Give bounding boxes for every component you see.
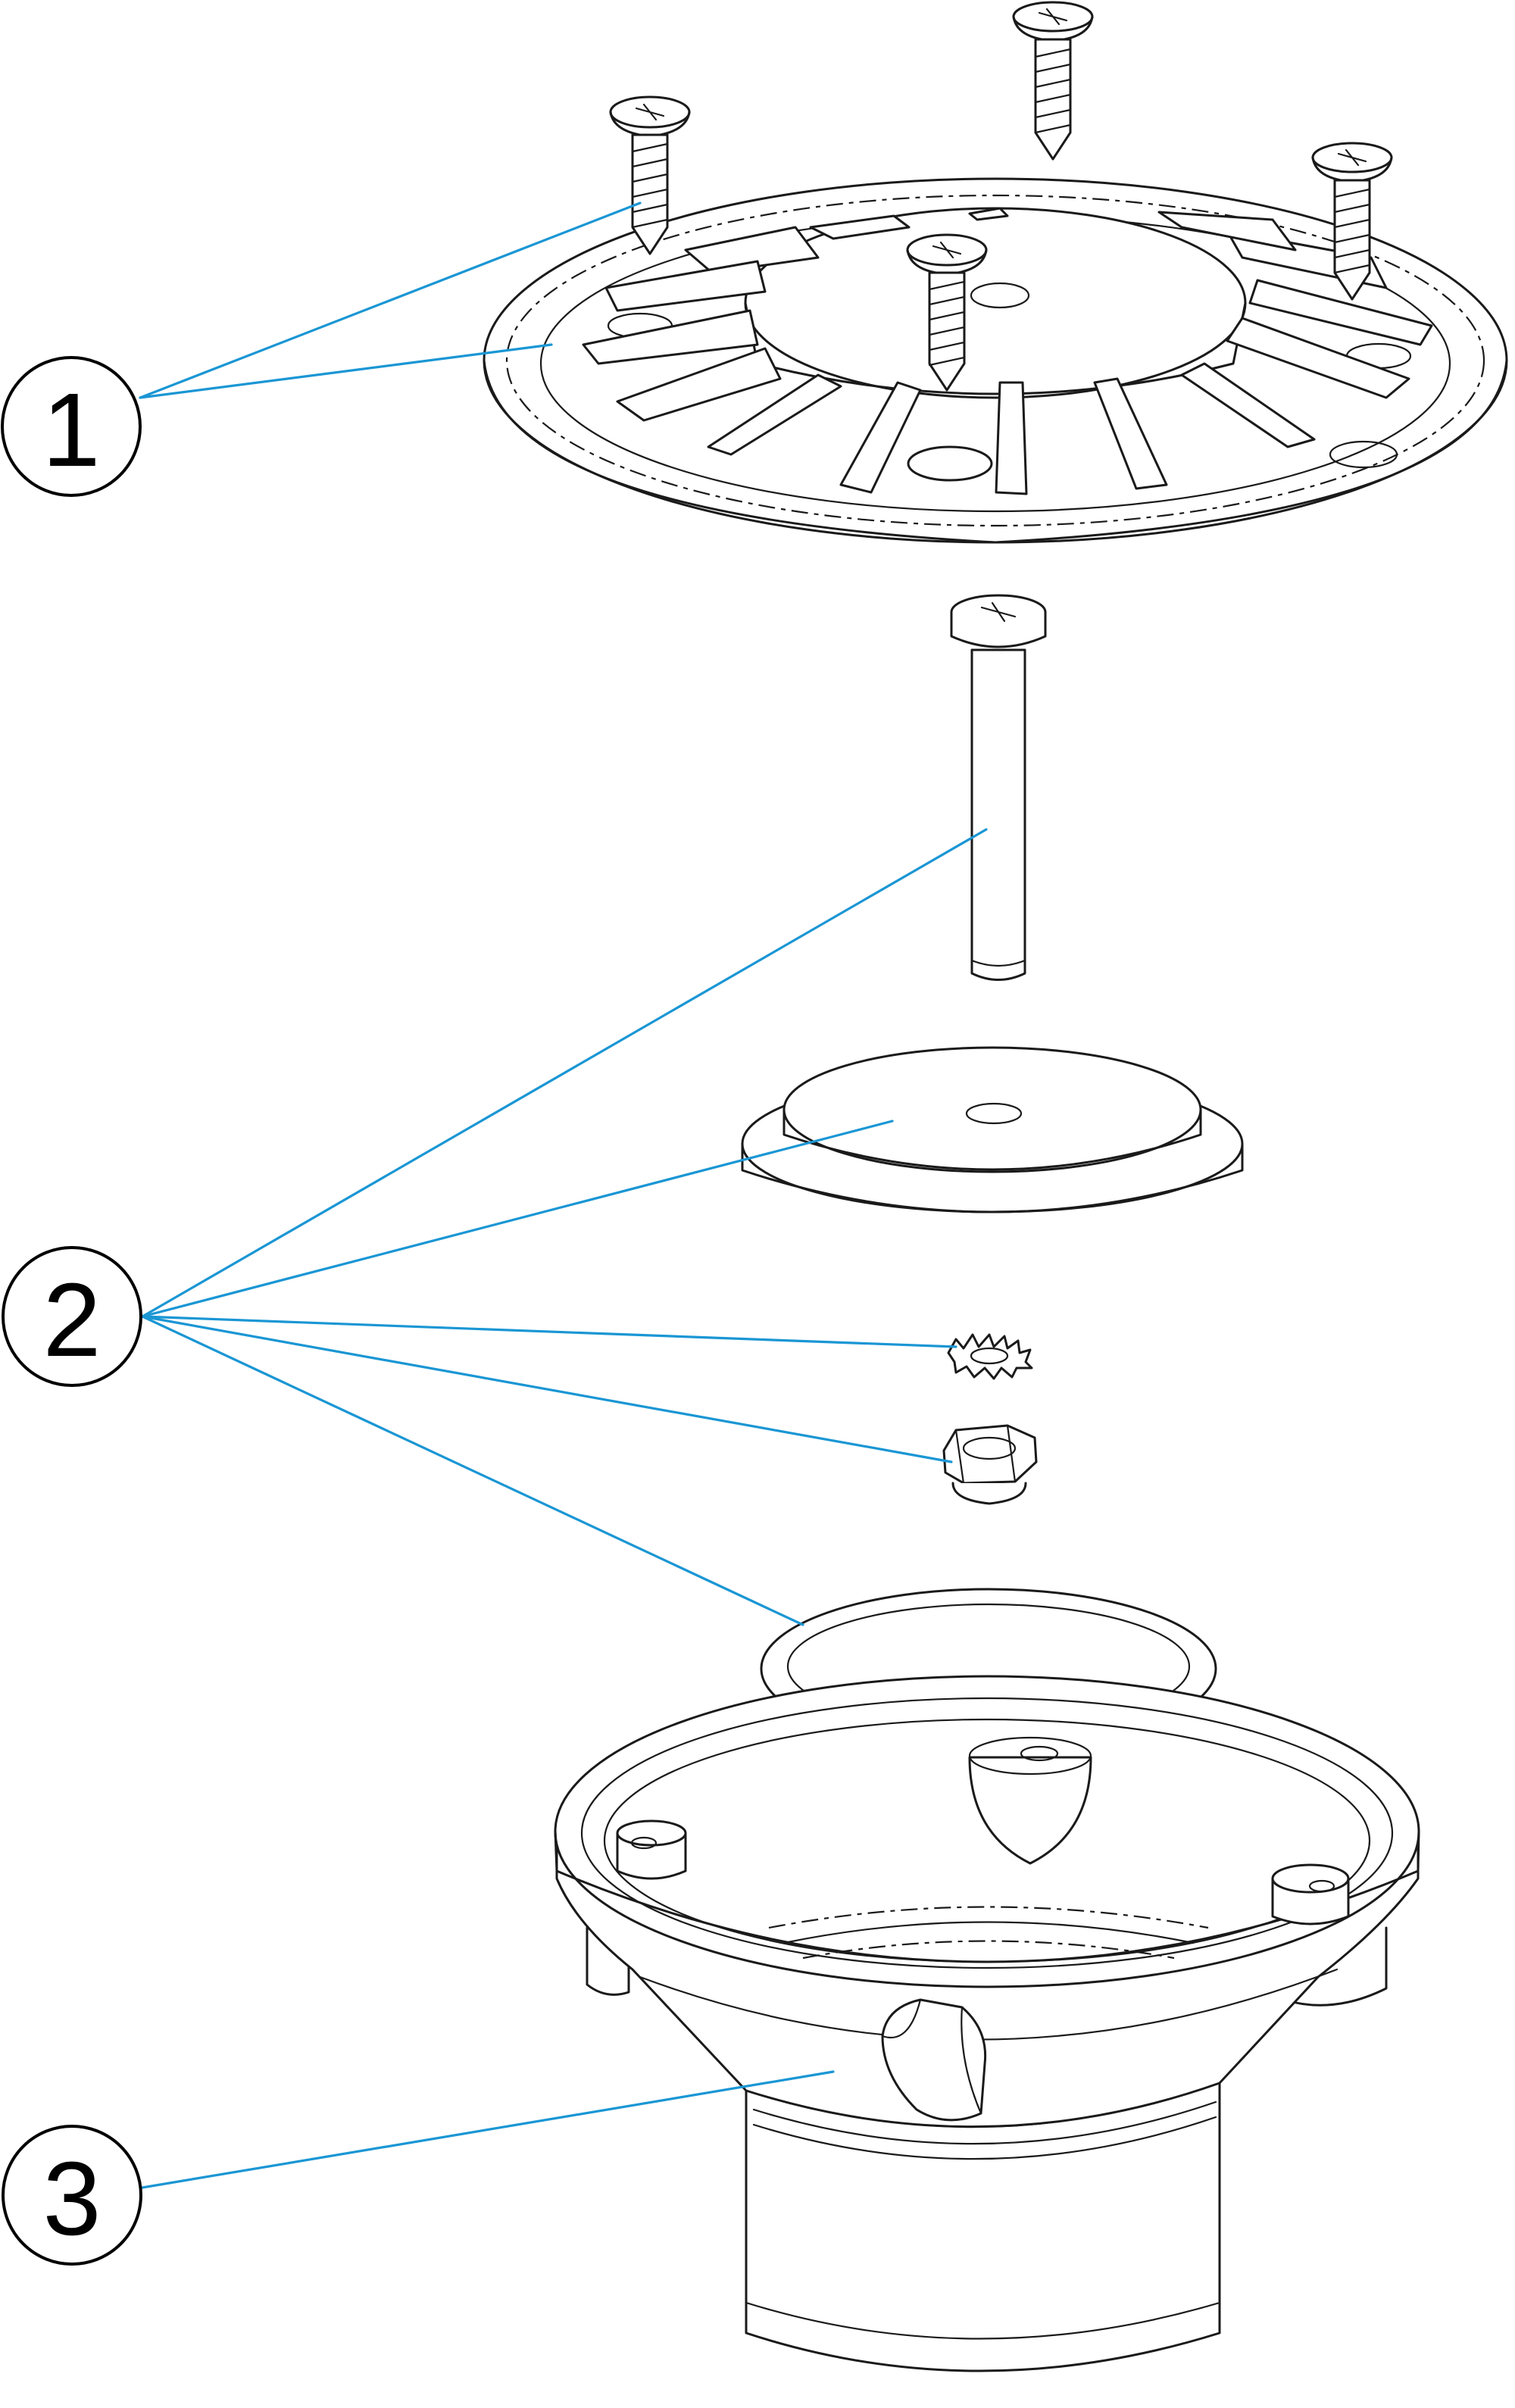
callout-1-circle (1, 356, 142, 497)
screw-left (609, 95, 691, 255)
callout-2: 2 (2, 1246, 142, 1387)
long-bolt (950, 594, 1047, 981)
leader-2-nut (141, 1315, 953, 1463)
cover-grate (483, 177, 1508, 544)
leader-1-grate (139, 343, 553, 399)
callout-3-label: 3 (43, 2141, 102, 2257)
leader-2-oring (141, 1315, 804, 1626)
grate-blades (582, 207, 1433, 495)
leader-2-bolt (141, 828, 988, 1318)
callout-1: 1 (1, 356, 142, 497)
valve-disc (741, 1046, 1244, 1213)
leaders-callout-1 (139, 201, 642, 399)
leader-2-disc (141, 1120, 894, 1318)
callout-2-label: 2 (43, 1262, 102, 1379)
hex-nut (942, 1424, 1038, 1505)
leader-2-washer (141, 1315, 957, 1348)
callout-2-circle (2, 1246, 142, 1387)
callout-1-label: 1 (42, 372, 101, 489)
leaders-callout-3 (141, 2070, 835, 2189)
callout-3-circle (2, 2125, 142, 2266)
star-washer (947, 1333, 1033, 1380)
drain-body (554, 1675, 1420, 2372)
leaders-callout-2 (141, 828, 988, 1626)
screw-center (906, 233, 988, 392)
screw-top (1012, 1, 1094, 161)
callout-3: 3 (2, 2125, 142, 2266)
screw-right (1311, 142, 1393, 301)
leader-3-body (141, 2070, 835, 2189)
leader-1-screw (139, 201, 642, 399)
